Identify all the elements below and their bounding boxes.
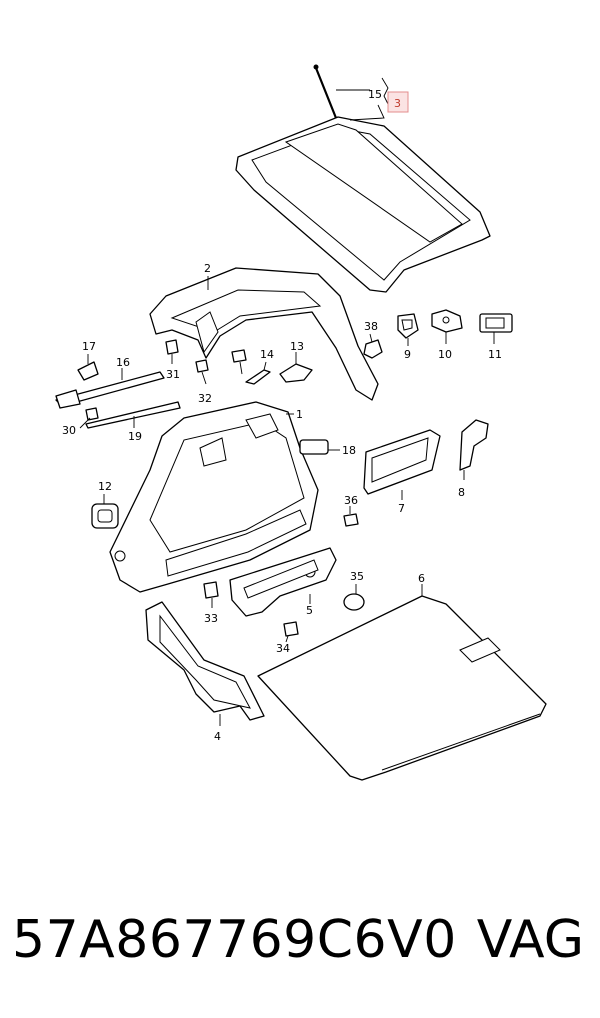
part-10-bracket (431, 309, 463, 333)
callout-31: 31 (166, 368, 180, 381)
callout-19: 19 (128, 430, 142, 443)
part-18-cover (299, 439, 329, 455)
part-32-screw (195, 359, 209, 385)
leaders-15-3 (336, 77, 389, 121)
part-6-floor-panel (257, 595, 547, 781)
part-17-clip (77, 361, 99, 381)
part-38-screw (231, 349, 247, 375)
callout-35: 35 (350, 570, 364, 583)
callout-9: 9 (404, 348, 411, 361)
callout-15: 15 (368, 88, 382, 101)
part-3-shelf (235, 116, 491, 293)
callout-2: 2 (204, 262, 211, 275)
callout-14: 14 (260, 348, 274, 361)
callout-30: 30 (62, 424, 76, 437)
part-12-cover (91, 503, 119, 529)
callout-12: 12 (98, 480, 112, 493)
part-16-strip (55, 371, 165, 409)
part-13-hook (279, 363, 313, 383)
callout-10: 10 (438, 348, 452, 361)
callout-1: 1 (296, 408, 303, 421)
callout-13: 13 (290, 340, 304, 353)
callout-4: 4 (214, 730, 221, 743)
callout-16: 16 (116, 356, 130, 369)
callout-17: 17 (82, 340, 96, 353)
callout-7: 7 (398, 502, 405, 515)
callout-37: 38 (364, 320, 378, 333)
callout-3-highlight (387, 91, 409, 113)
part-37-clip (363, 339, 383, 359)
part-8-bracket (459, 419, 489, 471)
callout-3: 3 (394, 97, 401, 110)
part-19-strip (85, 401, 181, 429)
part-14-cap (245, 369, 271, 385)
part-number: 57A867769C6V0 (12, 910, 457, 970)
part-7-panel (363, 429, 441, 495)
part-11-lamp (479, 313, 513, 333)
callout-34: 34 (276, 642, 290, 655)
part-2-upper-trim (149, 267, 379, 401)
part-15-rod (313, 64, 338, 119)
part-9-clip (397, 313, 419, 339)
callout-5: 5 (306, 604, 313, 617)
footer: 57A867769C6V0 VAG (0, 905, 600, 975)
callout-32: 32 (198, 392, 212, 405)
part-31-clip (165, 339, 179, 355)
callout-8: 8 (458, 486, 465, 499)
part-1-side-panel (109, 401, 319, 593)
part-30-screw (85, 407, 99, 421)
brand-label: VAG (476, 910, 584, 970)
callout-18: 18 (342, 444, 356, 457)
parts-exploded-diagram: 15 3 2 38 9 10 11 17 16 (55, 64, 547, 781)
callout-6: 6 (418, 572, 425, 585)
callout-11: 11 (488, 348, 502, 361)
part-34-screw (283, 621, 299, 637)
part-4-channel (145, 601, 265, 721)
part-5-bracket (229, 547, 337, 617)
part-33-clip (203, 581, 219, 599)
callout-33: 33 (204, 612, 218, 625)
part-36-screw (343, 513, 359, 527)
part-35-cap (343, 593, 365, 611)
callout-36: 36 (344, 494, 358, 507)
